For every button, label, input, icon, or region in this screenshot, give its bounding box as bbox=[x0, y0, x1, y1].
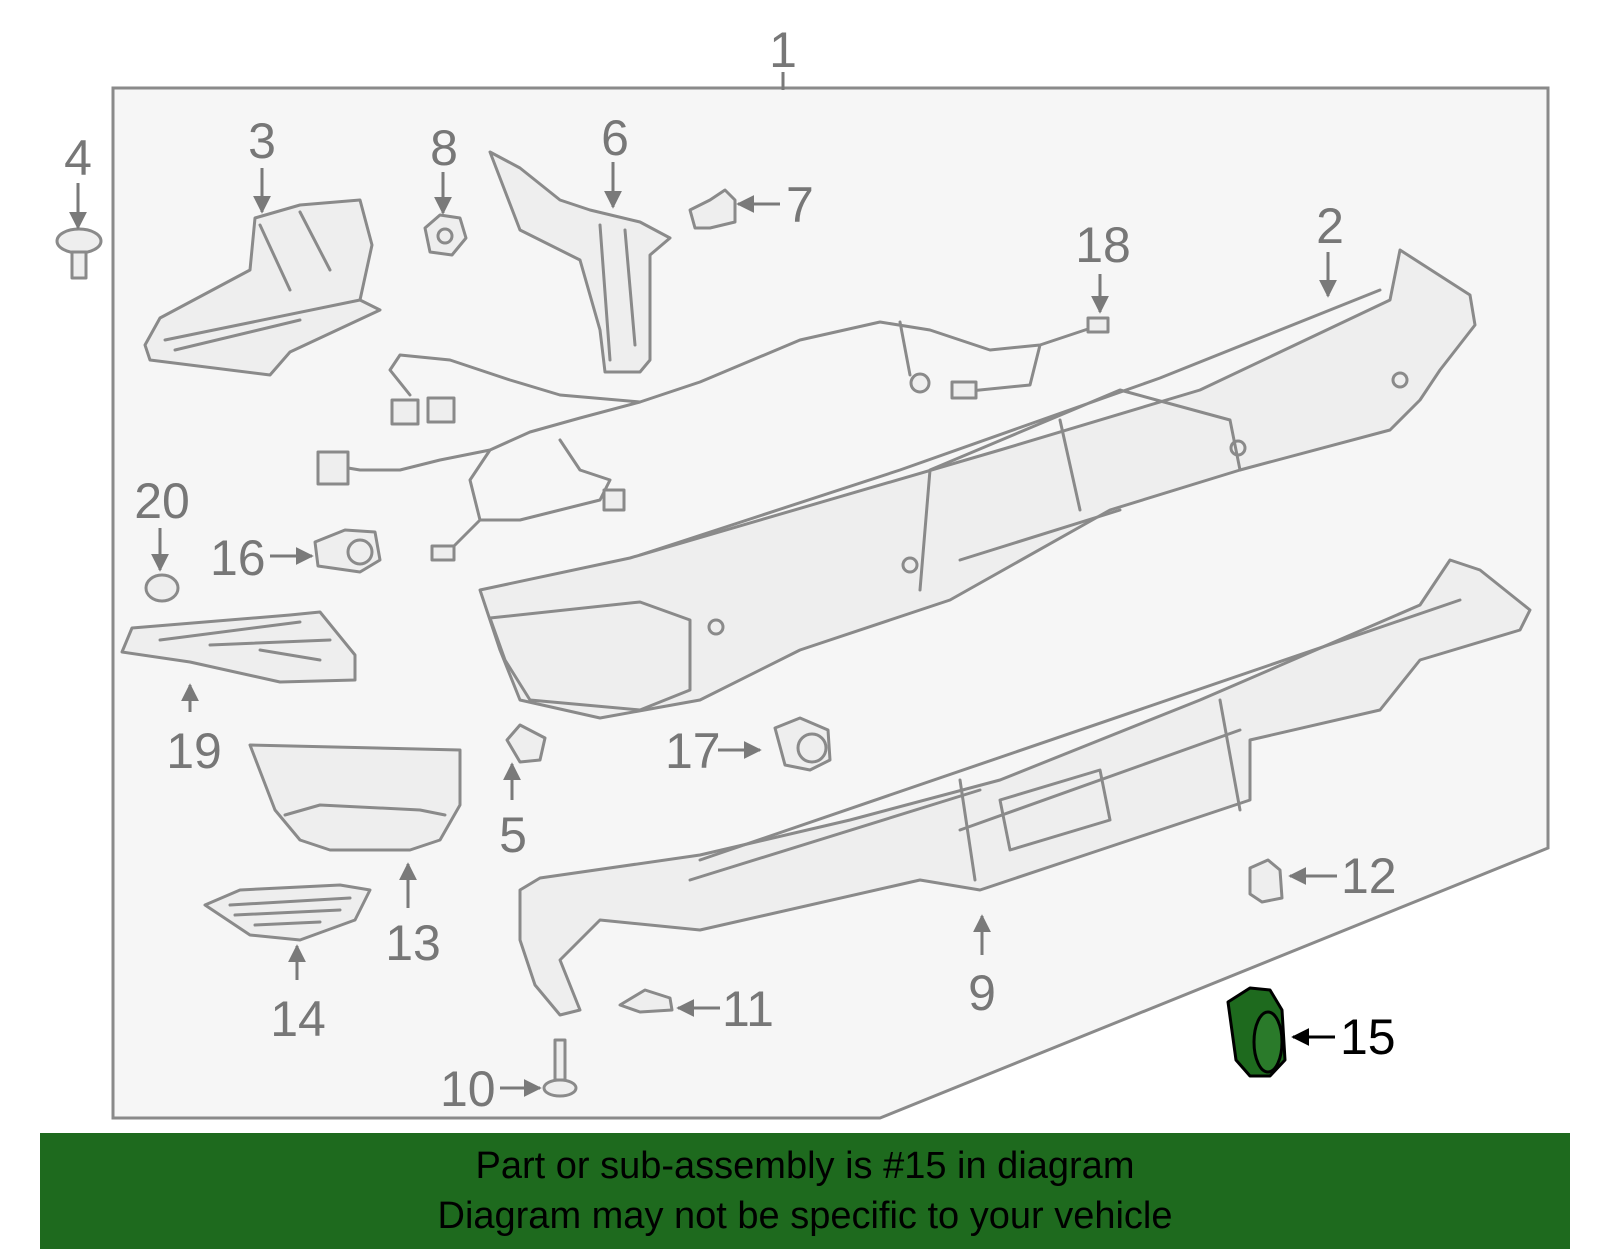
callout-2: 2 bbox=[1316, 198, 1344, 254]
part-11-nut[interactable] bbox=[618, 988, 674, 1014]
callout-6: 6 bbox=[601, 110, 629, 166]
banner-line-2: Diagram may not be specific to your vehi… bbox=[437, 1195, 1173, 1237]
callout-1: 1 bbox=[769, 22, 797, 78]
callout-16: 16 bbox=[210, 530, 266, 586]
callout-18: 18 bbox=[1075, 217, 1131, 273]
banner-line-1: Part or sub-assembly is #15 in diagram bbox=[475, 1145, 1135, 1187]
callout-13: 13 bbox=[385, 915, 441, 971]
callout-4: 4 bbox=[64, 130, 92, 186]
callout-12: 12 bbox=[1341, 848, 1397, 904]
callout-5: 5 bbox=[499, 807, 527, 863]
callout-7: 7 bbox=[786, 177, 814, 233]
part-3-bracket[interactable] bbox=[143, 198, 382, 377]
part-13-step-pad[interactable] bbox=[248, 743, 462, 852]
part-16-sensor[interactable] bbox=[313, 528, 382, 574]
callout-9: 9 bbox=[968, 965, 996, 1021]
part-6-bracket[interactable] bbox=[488, 150, 672, 374]
callout-20: 20 bbox=[134, 473, 190, 529]
part-20-clip[interactable] bbox=[144, 573, 180, 603]
part-17-retainer[interactable] bbox=[773, 716, 832, 772]
callout-17: 17 bbox=[665, 723, 721, 779]
callout-3: 3 bbox=[248, 113, 276, 169]
callout-8: 8 bbox=[430, 120, 458, 176]
callout-15: 15 bbox=[1340, 1009, 1396, 1065]
part-18-wiring-harness[interactable] bbox=[316, 316, 1110, 562]
part-9-step-bumper[interactable] bbox=[518, 558, 1532, 1017]
part-7-bolt[interactable] bbox=[688, 188, 737, 230]
callout-10: 10 bbox=[440, 1061, 496, 1117]
part-19-bracket[interactable] bbox=[120, 610, 357, 684]
callout-14: 14 bbox=[270, 991, 326, 1047]
part-12-clip[interactable] bbox=[1248, 858, 1284, 904]
part-5-nut-clip[interactable] bbox=[505, 723, 547, 764]
part-15-highlighted[interactable] bbox=[1226, 986, 1287, 1078]
part-8-nut[interactable] bbox=[423, 213, 468, 257]
part-10-bolt[interactable] bbox=[542, 1038, 578, 1098]
callout-11: 11 bbox=[722, 981, 774, 1037]
info-banner: Part or sub-assembly is #15 in diagram D… bbox=[40, 1133, 1570, 1249]
part-14-step-pad-insert[interactable] bbox=[203, 883, 372, 942]
part-2-bumper[interactable] bbox=[478, 248, 1477, 720]
callout-19: 19 bbox=[166, 723, 222, 779]
part-4-push-pin[interactable] bbox=[55, 227, 103, 280]
